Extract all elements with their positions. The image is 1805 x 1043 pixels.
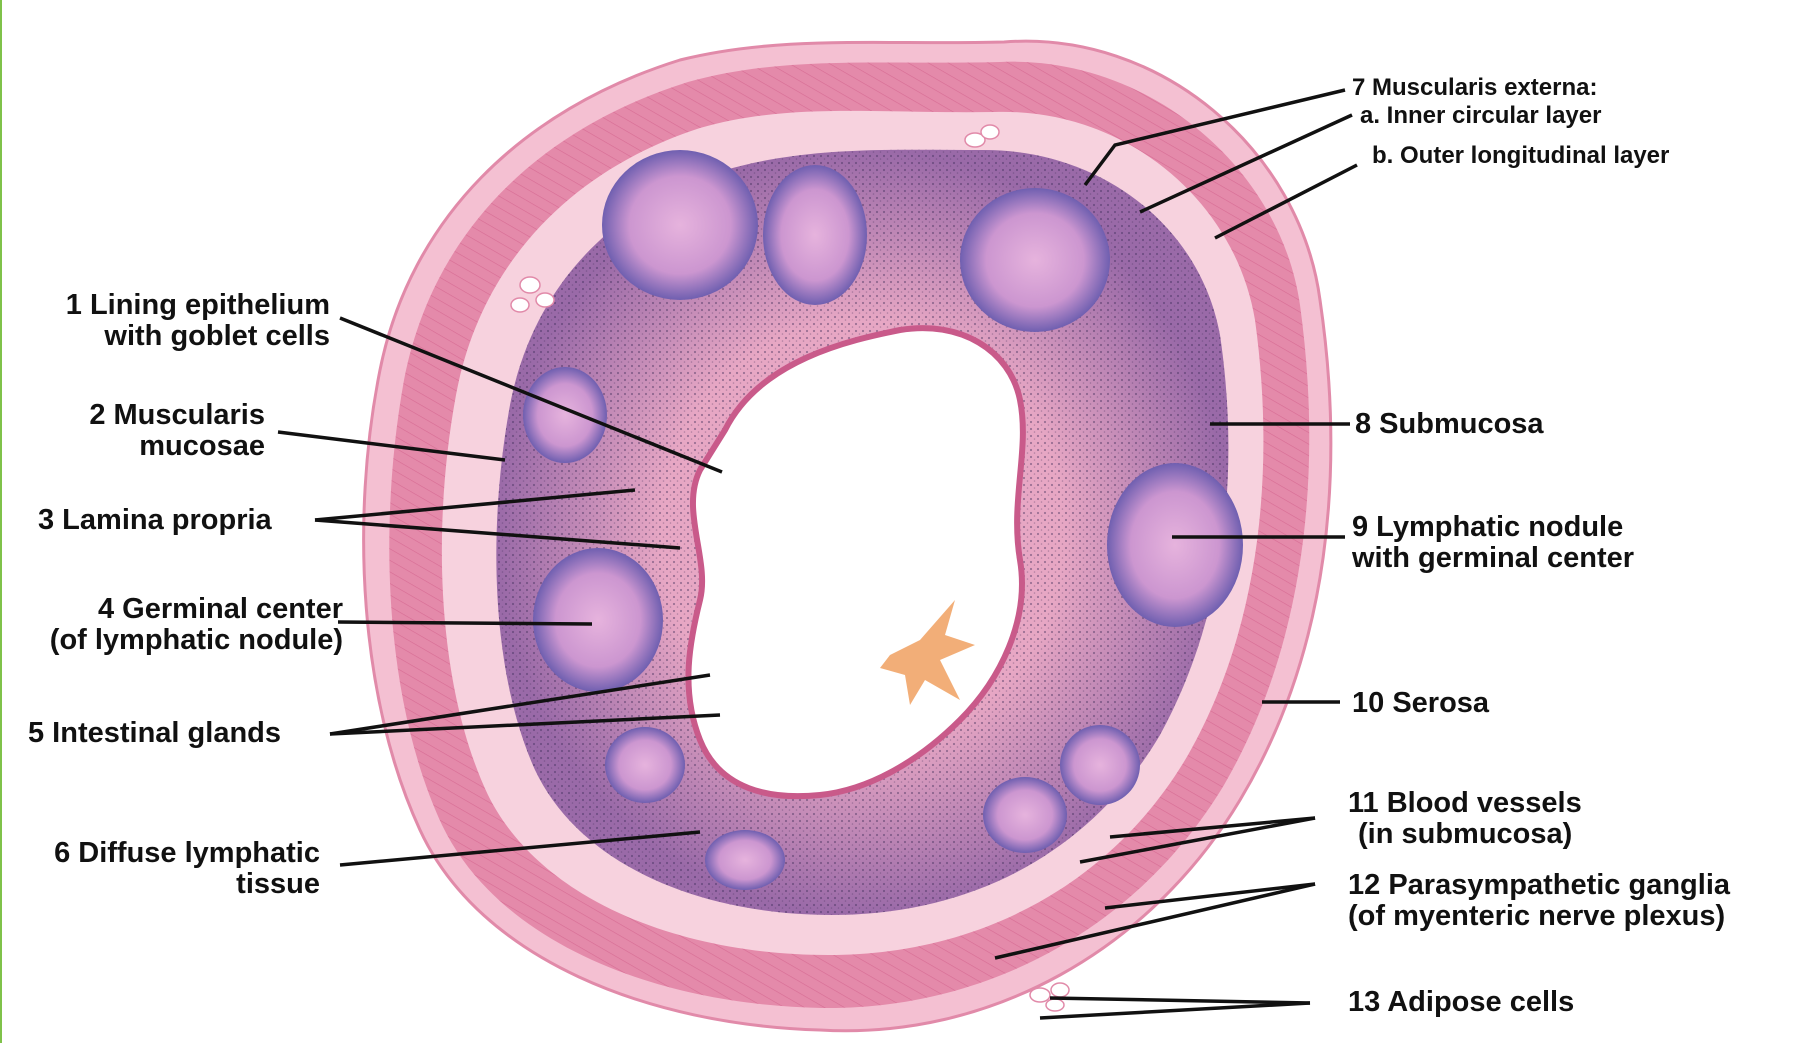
label-muscularis-mucosae: 2 Muscularis mucosae [20,400,265,462]
label-line: (in submucosa) [1348,819,1582,850]
label-line: (of myenteric nerve plexus) [1348,901,1730,932]
label-line: mucosae [20,431,265,462]
lymphatic-nodule [533,548,663,692]
lymphatic-nodule [983,777,1067,853]
label-lining-epithelium: 1 Lining epithelium with goblet cells [20,290,330,352]
label-line: b. Outer longitudinal layer [1352,142,1669,170]
label-line: 4 Germinal center [5,594,343,625]
label-line: 1 Lining epithelium [20,290,330,321]
label-muscularis-externa: 7 Muscularis externa: a. Inner circular … [1352,74,1669,170]
label-line: 11 Blood vessels [1348,788,1582,819]
label-serosa: 10 Serosa [1352,688,1489,719]
lymphatic-nodule [523,367,607,463]
label-intestinal-glands: 5 Intestinal glands [28,718,281,749]
label-line: 7 Muscularis externa: [1352,74,1669,102]
lymphatic-nodule [605,727,685,803]
label-adipose-cells: 13 Adipose cells [1348,987,1574,1018]
label-line: 9 Lymphatic nodule [1352,512,1634,543]
label-lamina-propria: 3 Lamina propria [38,505,272,536]
label-line: 2 Muscularis [20,400,265,431]
lymphatic-nodule [960,188,1110,332]
lymphatic-nodule [1107,463,1243,627]
label-line: a. Inner circular layer [1352,102,1669,130]
label-line: 6 Diffuse lymphatic [5,838,320,869]
label-parasympathetic-ganglia: 12 Parasympathetic ganglia (of myenteric… [1348,870,1730,932]
label-line: with goblet cells [20,321,330,352]
label-line: with germinal center [1352,543,1634,574]
lymphatic-nodule [1060,725,1140,805]
label-line: (of lymphatic nodule) [5,625,343,656]
label-germinal-center: 4 Germinal center (of lymphatic nodule) [5,594,343,656]
label-line: tissue [5,869,320,900]
lymphatic-nodule [602,150,758,300]
label-blood-vessels: 11 Blood vessels (in submucosa) [1348,788,1582,850]
label-lymphatic-nodule: 9 Lymphatic nodule with germinal center [1352,512,1634,574]
label-diffuse-lymphatic-tissue: 6 Diffuse lymphatic tissue [5,838,320,900]
lymphatic-nodule [705,830,785,890]
label-submucosa: 8 Submucosa [1355,409,1544,440]
label-line: 12 Parasympathetic ganglia [1348,870,1730,901]
lymphatic-nodule [763,165,867,305]
